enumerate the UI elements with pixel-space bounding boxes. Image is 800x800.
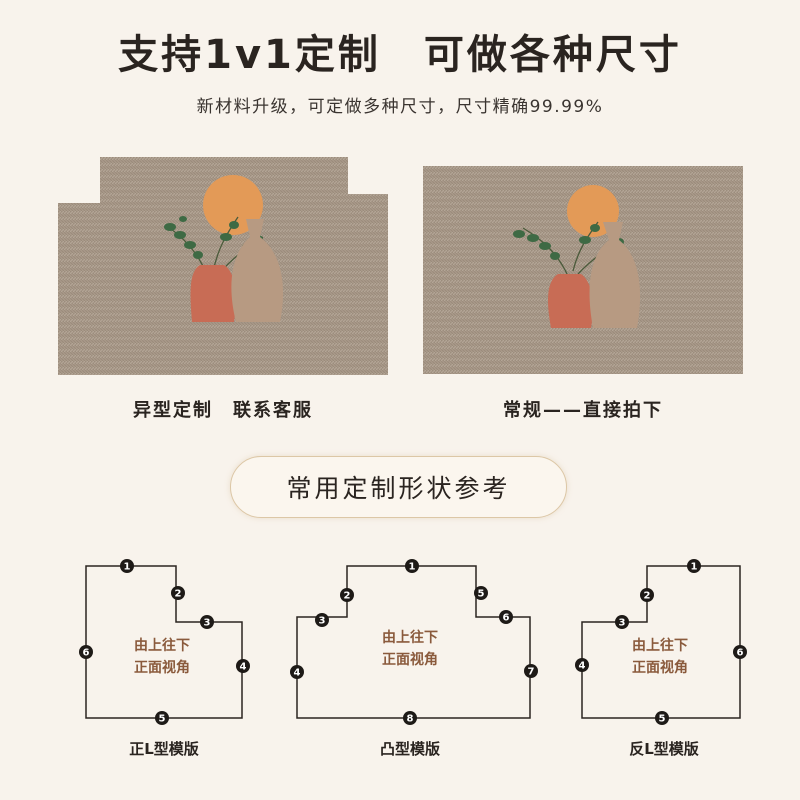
svg-text:4: 4 [294, 668, 301, 679]
svg-text:1: 1 [124, 562, 131, 573]
shape-3-inner-line2: 正面视角 [632, 659, 688, 676]
regular-rug-image [423, 166, 743, 374]
marker-2-1: 1 [405, 559, 419, 573]
section-label: 常用定制形状参考 [286, 474, 511, 503]
marker-2-4: 4 [290, 665, 304, 679]
svg-text:6: 6 [503, 613, 510, 624]
shape-1-inner-line1: 由上往下 [134, 637, 190, 654]
svg-text:5: 5 [159, 714, 166, 725]
marker-2-3: 3 [315, 613, 329, 627]
marker-2-7: 7 [524, 664, 538, 678]
section-label-pill: 常用定制形状参考 [230, 456, 567, 518]
svg-text:2: 2 [344, 591, 351, 602]
shape-3-inner-line1: 由上往下 [632, 637, 688, 654]
regular-rug-caption: 常规——直接拍下 [503, 400, 663, 421]
shape-convex [296, 565, 531, 719]
svg-text:3: 3 [619, 618, 626, 629]
marker-1-3: 3 [200, 615, 214, 629]
marker-3-6: 6 [733, 645, 747, 659]
svg-text:5: 5 [478, 589, 485, 600]
irregular-rug-caption: 异型定制 联系客服 [133, 400, 313, 421]
marker-2-5: 5 [474, 586, 488, 600]
shape-2-inner-line1: 由上往下 [382, 629, 438, 646]
irregular-rug-image [58, 157, 388, 375]
marker-3-1: 1 [687, 559, 701, 573]
svg-text:2: 2 [644, 591, 651, 602]
shape-l-reverse [581, 565, 741, 719]
marker-1-5: 5 [155, 711, 169, 725]
marker-1-2: 2 [171, 586, 185, 600]
marker-3-5: 5 [655, 711, 669, 725]
svg-text:2: 2 [175, 589, 182, 600]
svg-text:3: 3 [319, 616, 326, 627]
shape-templates: 由上往下 正面视角 由上往下 正面视角 由上往下 正面视角 1 2 3 4 5 6 1 2 3 4… [79, 559, 747, 725]
shape-2-inner-line2: 正面视角 [382, 651, 438, 668]
svg-text:4: 4 [240, 662, 247, 673]
marker-1-1: 1 [120, 559, 134, 573]
svg-text:6: 6 [737, 648, 744, 659]
page-subtitle: 新材料升级，可定做多种尺寸，尺寸精确99.99% [196, 97, 604, 117]
shape-1-inner-line2: 正面视角 [134, 659, 190, 676]
marker-1-4: 4 [236, 659, 250, 673]
page-title: 支持1v1定制 可做各种尺寸 [118, 32, 682, 78]
marker-1-6: 6 [79, 645, 93, 659]
shape-2-caption: 凸型模版 [379, 740, 440, 758]
marker-3-2: 2 [640, 588, 654, 602]
svg-text:8: 8 [407, 714, 414, 725]
svg-text:4: 4 [579, 661, 586, 672]
shape-1-caption: 正L型模版 [129, 740, 199, 758]
shape-3-caption: 反L型模版 [629, 740, 699, 758]
svg-text:1: 1 [691, 562, 698, 573]
marker-3-3: 3 [615, 615, 629, 629]
svg-text:6: 6 [83, 648, 90, 659]
marker-2-8: 8 [403, 711, 417, 725]
shape-l-right [85, 565, 243, 719]
svg-text:3: 3 [204, 618, 211, 629]
marker-3-4: 4 [575, 658, 589, 672]
marker-2-6: 6 [499, 610, 513, 624]
svg-text:5: 5 [659, 714, 666, 725]
marker-2-2: 2 [340, 588, 354, 602]
svg-text:7: 7 [528, 667, 535, 678]
svg-text:1: 1 [409, 562, 416, 573]
